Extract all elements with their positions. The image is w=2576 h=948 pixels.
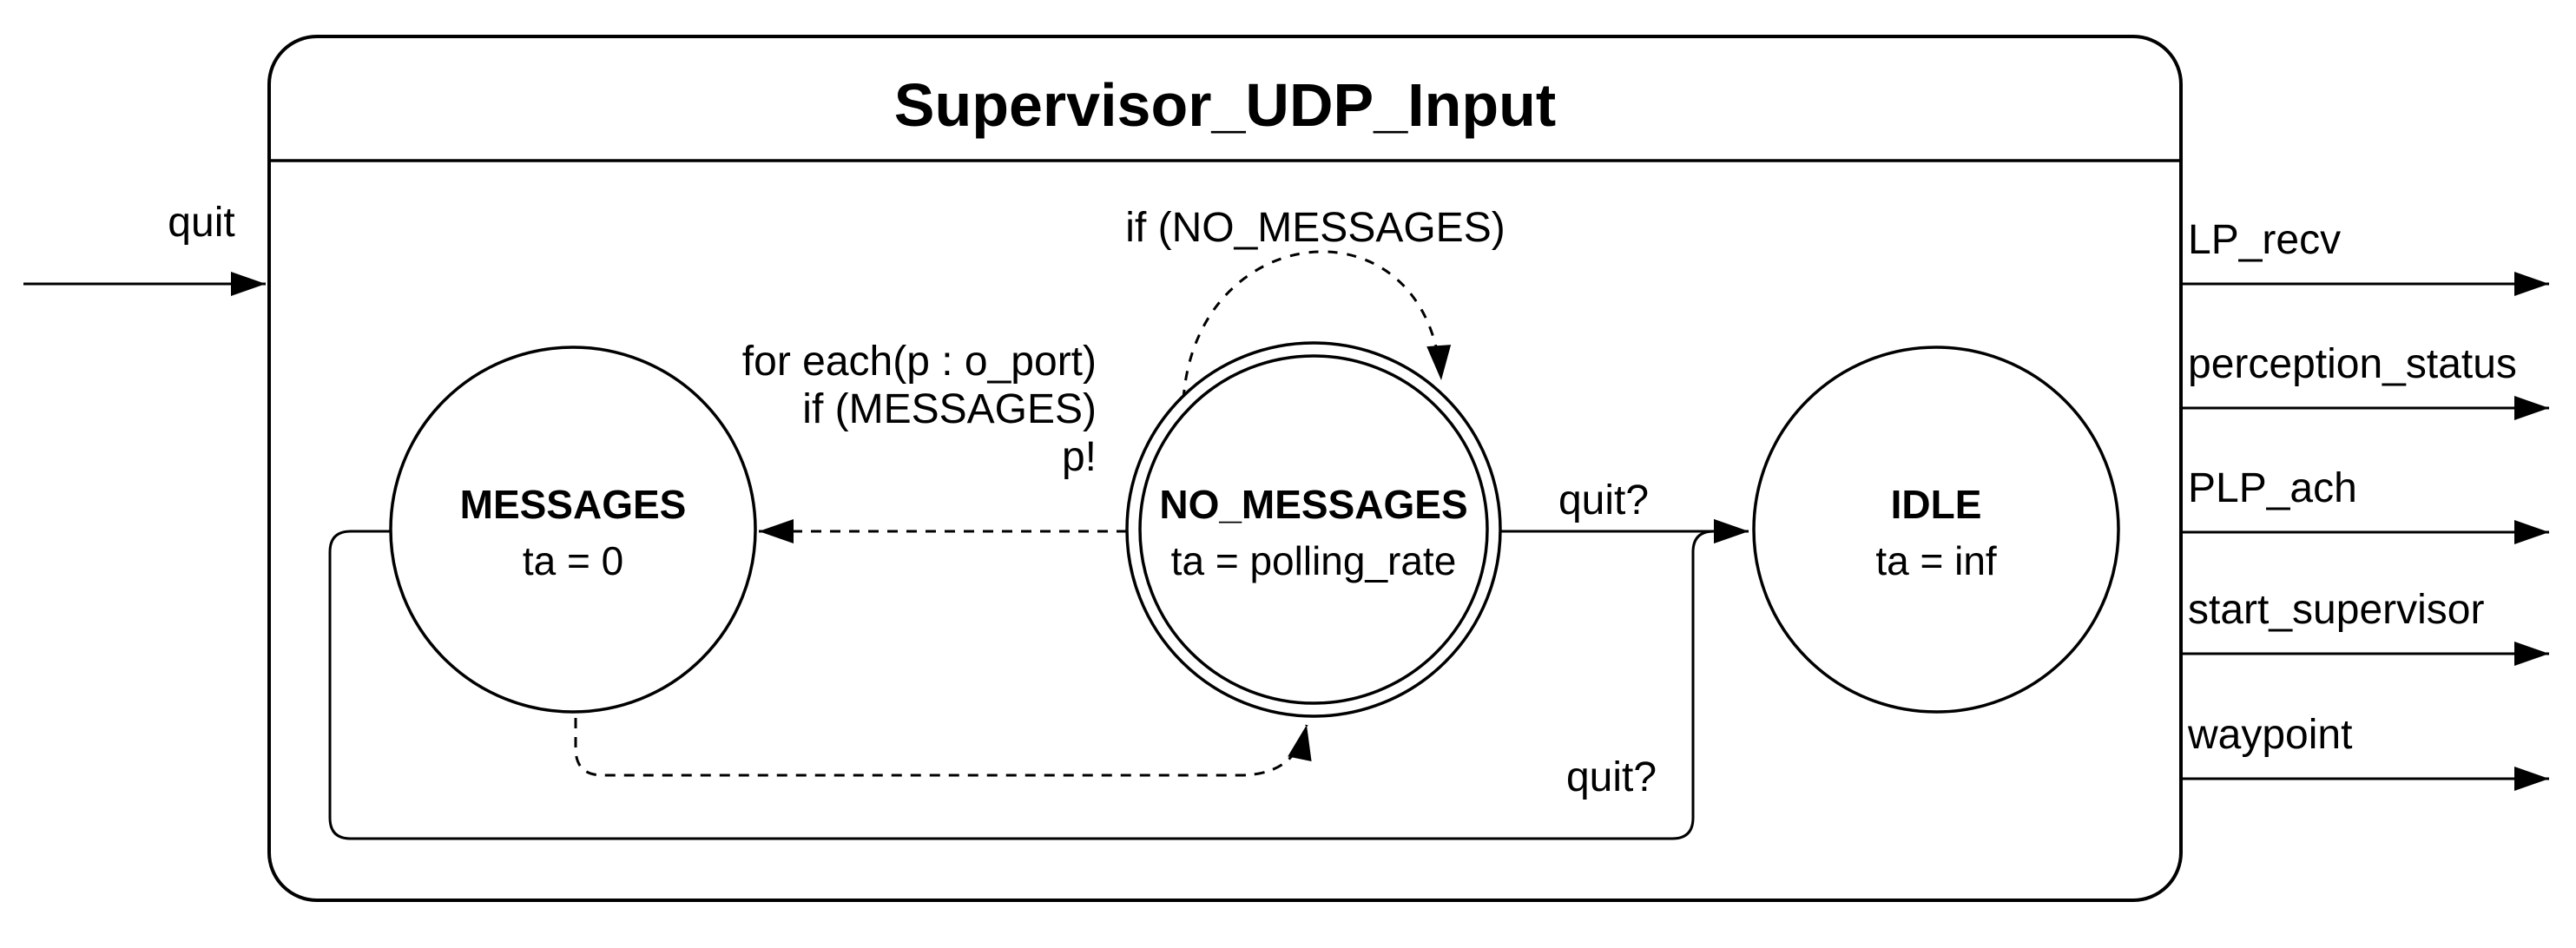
transition-label: quit? (1558, 477, 1649, 523)
transition-label: for each(p : o_port) (742, 339, 1097, 385)
state-circle (1752, 346, 2120, 714)
output-port-label: perception_status (2188, 341, 2517, 387)
output-port-label: PLP_ach (2188, 465, 2357, 511)
transition-path (1182, 250, 1452, 400)
state-name: MESSAGES (460, 482, 687, 527)
output-port-label: waypoint (2187, 712, 2352, 758)
state-no-messages: NO_MESSAGES ta = polling_rate (1125, 341, 1502, 718)
transition-messages-to-no-messages (574, 718, 1312, 777)
state-time-advance: ta = 0 (523, 538, 623, 583)
state-circle-inner (1138, 354, 1489, 705)
transition-path (574, 718, 1312, 777)
output-port-waypoint: waypoint (2181, 712, 2549, 791)
transition-path (328, 519, 1749, 840)
transition-self-loop: if (NO_MESSAGES) (1125, 205, 1505, 400)
state-name: IDLE (1891, 482, 1982, 527)
state-name: NO_MESSAGES (1159, 482, 1467, 527)
state-idle: IDLE ta = inf (1752, 346, 2120, 714)
output-port-label: LP_recv (2188, 217, 2341, 263)
transition-messages-to-idle: quit? (328, 519, 1749, 840)
transition-no-messages-to-idle: quit? (1500, 477, 1749, 543)
transition-label: quit? (1566, 754, 1657, 800)
state-circle (389, 346, 757, 714)
state-messages: MESSAGES ta = 0 (389, 346, 757, 714)
state-time-advance: ta = polling_rate (1171, 538, 1457, 583)
transition-no-messages-to-messages: for each(p : o_port) if (MESSAGES) p! (742, 339, 1127, 543)
state-time-advance: ta = inf (1875, 538, 1997, 583)
model-title: Supervisor_UDP_Input (894, 71, 1556, 139)
transition-label: if (MESSAGES) (802, 386, 1097, 432)
output-port-perception-status: perception_status (2181, 341, 2549, 420)
output-port-plp-ach: PLP_ach (2181, 465, 2549, 544)
output-port-start-supervisor: start_supervisor (2181, 587, 2549, 666)
input-port-label: quit (168, 200, 234, 246)
input-port-quit: quit (23, 200, 266, 296)
output-port-label: start_supervisor (2188, 587, 2484, 633)
transition-label: p! (1062, 434, 1097, 480)
output-port-lp-recv: LP_recv (2181, 217, 2549, 296)
transition-label: if (NO_MESSAGES) (1125, 205, 1505, 251)
